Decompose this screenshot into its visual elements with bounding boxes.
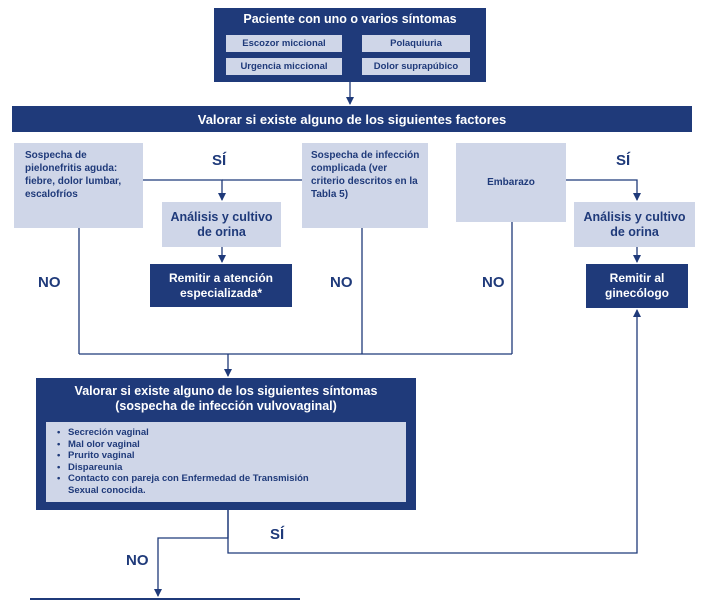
arrow-factor3-si <box>566 179 641 201</box>
arrow-symptoms-no <box>154 510 229 597</box>
top-symptoms-box: Paciente con uno o varios síntomas Escoz… <box>214 8 486 82</box>
list-item: Secreción vaginal <box>57 427 400 439</box>
label-si-factor3: SÍ <box>616 152 631 169</box>
list-item: Dispareunia <box>57 462 400 474</box>
factor-complicated-box: Sospecha de infección complicada (ver cr… <box>302 143 428 228</box>
list-item: Mal olor vaginal <box>57 439 400 451</box>
label-no-factor1: NO <box>38 274 61 291</box>
label-no-symptoms: NO <box>126 552 149 569</box>
factors-banner: Valorar si existe alguno de los siguient… <box>12 106 692 132</box>
label-si-factor1: SÍ <box>212 152 227 169</box>
list-item: Contacto con pareja con Enfermedad de Tr… <box>57 473 400 496</box>
top-title: Paciente con uno o varios síntomas <box>243 12 457 26</box>
symptoms-box-title: Valorar si existe alguno de los siguient… <box>74 384 378 413</box>
label-no-factor3: NO <box>482 274 505 291</box>
symptoms-list-panel: Secreción vaginal Mal olor vaginal Pruri… <box>46 422 406 502</box>
symptom-pill-3: Urgencia miccional <box>226 58 342 75</box>
symptom-pill-4: Dolor suprapúbico <box>362 58 470 75</box>
factor-pyelonephritis-box: Sospecha de pielonefritis aguda: fiebre,… <box>14 143 143 228</box>
arrow-factor1-si <box>143 179 226 201</box>
vulvovaginal-symptoms-box: Valorar si existe alguno de los siguient… <box>36 378 416 510</box>
urine-analysis-box-1: Análisis y cultivo de orina <box>162 202 281 247</box>
symptom-pill-2: Polaquiuria <box>362 35 470 52</box>
symptom-pill-1: Escozor miccional <box>226 35 342 52</box>
symptoms-list: Secreción vaginal Mal olor vaginal Pruri… <box>54 427 400 496</box>
list-item: Prurito vaginal <box>57 450 400 462</box>
factor-pregnancy-box: Embarazo <box>456 143 566 222</box>
remit-gynecologist-box: Remitir al ginecólogo <box>586 264 688 308</box>
urine-analysis-box-2: Análisis y cultivo de orina <box>574 202 695 247</box>
remit-specialist-box: Remitir a atención especializada* <box>150 264 292 307</box>
label-si-symptoms: SÍ <box>270 526 285 543</box>
label-no-factor2: NO <box>330 274 353 291</box>
